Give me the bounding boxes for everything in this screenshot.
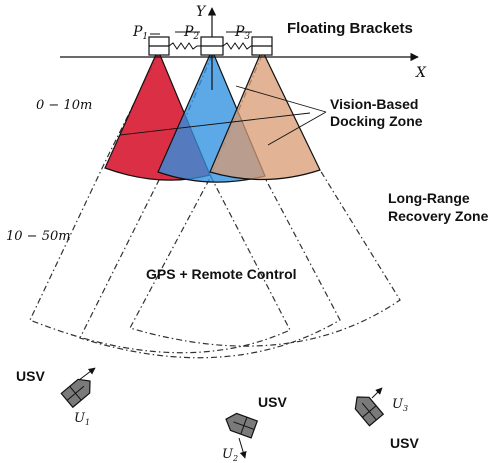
usv-2-symbol: U2	[222, 447, 238, 463]
long-range-zone-outlines	[29, 54, 401, 359]
floating-brackets-label: Floating Brackets	[287, 20, 413, 37]
y-axis-label: Y	[196, 4, 207, 20]
usv-3	[354, 396, 385, 427]
bracket-spacing	[150, 31, 252, 35]
long-range-sector-right	[129, 54, 401, 347]
long-range-label-line1: Long-Range	[388, 190, 470, 206]
usv-3-label: USV	[390, 435, 419, 451]
usv-1-symbol: U1	[74, 411, 90, 427]
x-axis-label: X	[415, 65, 427, 81]
vision-zone-pointers	[119, 85, 327, 146]
gps-remote-label: GPS + Remote Control	[146, 266, 297, 282]
usv-3-symbol: U3	[392, 397, 408, 413]
usv-2	[225, 412, 259, 439]
usv-2-label: USV	[258, 394, 287, 410]
usv-2-hull	[225, 412, 259, 439]
bracket-label-p1: P1	[132, 24, 148, 42]
usv-2-heading-arrow	[238, 437, 247, 459]
long-range-label-line2: Recovery Zone	[388, 208, 489, 224]
usv-1-heading-arrow	[78, 367, 96, 381]
vision-zone-sectors	[104, 48, 321, 183]
long-range-sector-middle	[79, 54, 341, 359]
usv-3-heading-arrow	[371, 387, 383, 399]
vision-sector-p3	[209, 48, 321, 181]
bracket-label-p3: P3	[234, 24, 250, 42]
usv-1-label: USV	[16, 368, 45, 384]
range-far-label: 10 − 50m	[6, 229, 71, 244]
usv-1	[60, 378, 91, 409]
vision-zone-label-line2: Docking Zone	[330, 113, 423, 129]
range-near-label: 0 − 10m	[36, 98, 92, 113]
long-range-sector-left	[29, 54, 291, 354]
vision-zone-label-line1: Vision-Based	[330, 96, 418, 112]
bracket-springs	[168, 42, 254, 50]
bracket-label-p2: P2	[183, 24, 199, 42]
